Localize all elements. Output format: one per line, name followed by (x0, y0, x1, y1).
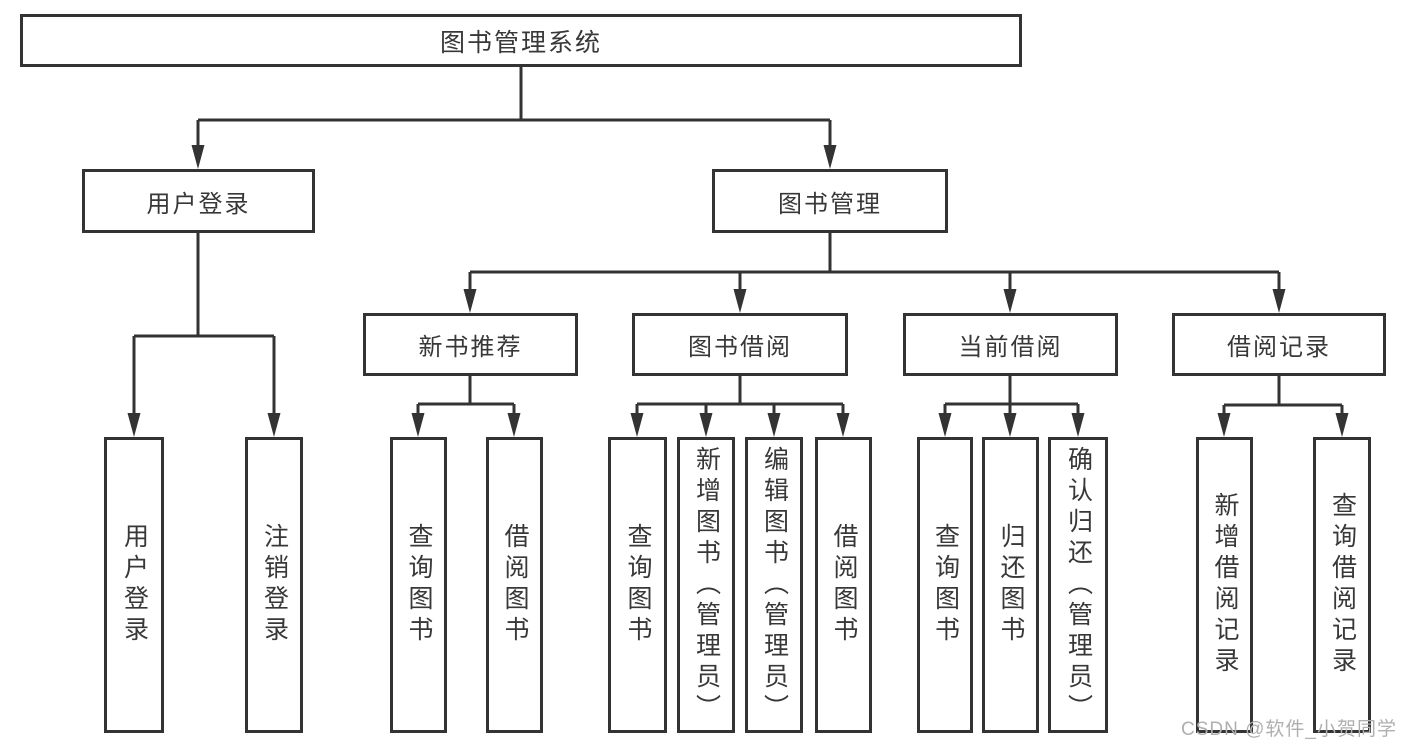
leaf-borrow-books: 借阅图书 (815, 437, 872, 733)
node-library-management-system: 图书管理系统 (20, 14, 1022, 67)
node-borrowing-records: 借阅记录 (1172, 313, 1386, 376)
connector-book-borrowing (635, 376, 845, 414)
node-new-book-recommendation: 新书推荐 (363, 313, 578, 376)
leaf-query-books-borrowing: 查询图书 (608, 437, 667, 733)
node-label: 查询图书 (931, 523, 960, 647)
leaf-user-login: 用户登录 (104, 437, 164, 733)
leaf-add-borrow-record: 新增借阅记录 (1196, 437, 1253, 733)
node-label: 新书推荐 (418, 334, 523, 361)
leaf-borrow-books-recommend: 借阅图书 (486, 437, 543, 733)
node-label: 图书管理系统 (439, 28, 602, 57)
node-label: 归还图书 (997, 523, 1025, 647)
node-label: 编辑图书（管理员） (760, 445, 789, 725)
node-user-login: 用户登录 (82, 169, 315, 233)
node-label: 用户登录 (146, 190, 251, 218)
connector-root (196, 67, 832, 147)
leaf-query-books-recommend: 查询图书 (390, 437, 447, 733)
arrowheads (127, 145, 1349, 437)
leaf-confirm-return-admin: 确认归还（管理员） (1048, 437, 1108, 733)
node-label: 借阅图书 (501, 523, 529, 647)
node-current-borrowing: 当前借阅 (903, 313, 1118, 376)
node-label: 图书借阅 (688, 334, 792, 361)
connector-user-login (132, 233, 276, 414)
node-label: 注销登录 (260, 523, 289, 647)
node-label: 查询图书 (624, 523, 652, 647)
node-label: 用户登录 (120, 523, 149, 647)
node-label: 查询借阅记录 (1328, 492, 1357, 678)
leaf-add-books-admin: 新增图书（管理员） (677, 437, 735, 733)
connector-new-book-recommendation (416, 376, 516, 414)
node-label: 当前借阅 (958, 334, 1063, 361)
leaf-query-books-current: 查询图书 (917, 437, 973, 733)
node-book-management: 图书管理 (712, 169, 948, 233)
connector-borrowing-records (1222, 376, 1344, 414)
leaf-edit-books-admin: 编辑图书（管理员） (745, 437, 803, 733)
node-label: 确认归还（管理员） (1064, 445, 1093, 725)
node-book-borrowing: 图书借阅 (632, 313, 848, 376)
node-label: 借阅记录 (1227, 334, 1331, 361)
csdn-watermark: CSDN @软件_小贺同学 (1181, 719, 1397, 740)
node-label: 查询图书 (405, 523, 433, 647)
leaf-query-borrow-record: 查询借阅记录 (1313, 437, 1371, 733)
connector-book-management (468, 233, 1281, 290)
node-label: 新增图书（管理员） (692, 445, 721, 725)
leaf-logout: 注销登录 (245, 437, 303, 733)
leaf-return-books: 归还图书 (982, 437, 1039, 733)
connector-current-borrowing (943, 376, 1080, 414)
node-label: 借阅图书 (830, 523, 858, 647)
node-label: 新增借阅记录 (1211, 492, 1239, 678)
node-label: 图书管理 (778, 190, 882, 218)
